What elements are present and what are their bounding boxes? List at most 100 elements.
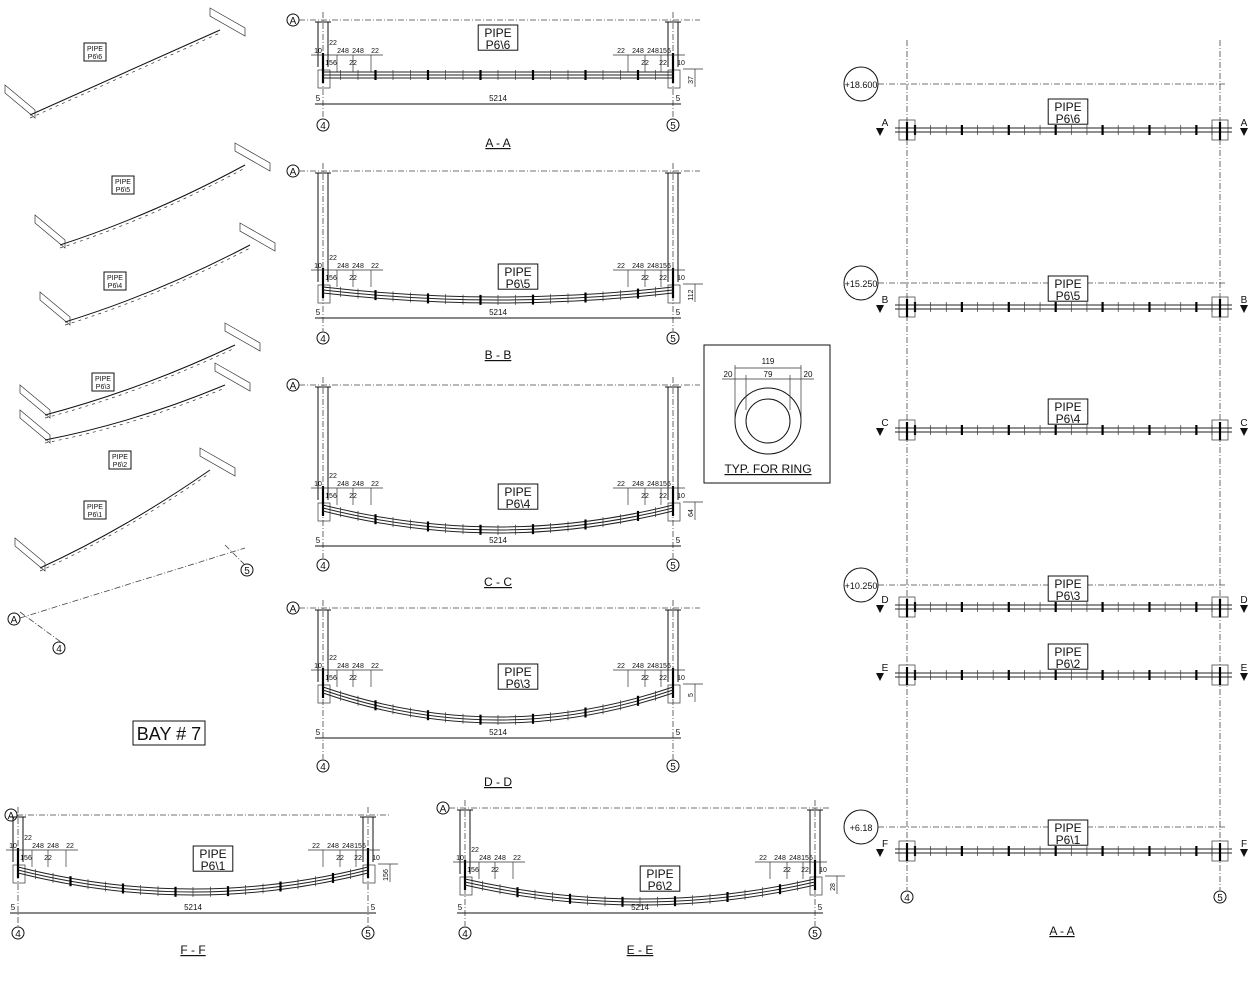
pipe-tag-mark: P6\4: [506, 497, 531, 511]
pipe-tag-box: [1047, 819, 1089, 846]
dim-left: 10: [456, 855, 464, 862]
edge-dim: 5: [11, 903, 16, 912]
dim-left: 248: [494, 855, 506, 862]
section-arrow-left: [876, 605, 884, 613]
edge-dim: 5: [316, 308, 321, 317]
pipe-tag-mark: P6\2: [1056, 657, 1081, 671]
dim-left: 22: [471, 847, 479, 854]
section-arrow-right: [1240, 673, 1248, 681]
pipe-tag-mark: P6\1: [1056, 833, 1081, 847]
iso-grid-a-label: A: [11, 615, 18, 626]
pipe-tag-word: PIPE: [1054, 577, 1081, 591]
iso-beam-left: [19, 409, 51, 444]
isometric-view: PIPEP6\6PIPEP6\5PIPEP6\4PIPEP6\3PIPEP6\2…: [4, 7, 276, 655]
section-mark-left: D: [881, 595, 888, 606]
sag-dim: 28: [830, 883, 837, 891]
dim-right: 248: [632, 663, 644, 670]
dim-inner: 79: [764, 370, 773, 379]
section-title: C - C: [484, 575, 512, 589]
column: [10, 816, 26, 884]
grid-col-bubble: [666, 331, 680, 345]
section-arrow-left: [876, 305, 884, 313]
dim-right: 248: [647, 48, 659, 55]
dim-wall-right: 20: [804, 370, 813, 379]
grid-col-label: 4: [15, 929, 21, 940]
pipe-tag-mark: P6\3: [1056, 589, 1081, 603]
dim-right: 22: [759, 855, 767, 862]
section-title: E - E: [627, 943, 654, 957]
dim-wall-left: 20: [724, 370, 733, 379]
dim-left: 248: [352, 48, 364, 55]
iso-tag-box: [83, 42, 107, 62]
grid-col-label: 4: [320, 334, 326, 345]
pipe-tag-mark: P6\1: [201, 859, 226, 873]
grid-col-bubble: [808, 926, 822, 940]
edge-dim: 5: [316, 536, 321, 545]
iso-pipe-line: [64, 244, 251, 323]
dim-left: 10: [314, 48, 322, 55]
iso-tag-word: PIPE: [95, 376, 111, 383]
pipe-tag-word: PIPE: [1054, 400, 1081, 414]
iso-tag-box: [108, 450, 132, 470]
dim-right: 10: [372, 855, 380, 862]
grid-col-label: 4: [904, 893, 910, 904]
dim-right: 22: [354, 855, 362, 862]
dim-left: 22: [371, 263, 379, 270]
pipe-tag-box: [477, 24, 519, 51]
section-title: B - B: [485, 348, 512, 362]
grid-col-bubble: [316, 331, 330, 345]
dim-left: 22: [513, 855, 521, 862]
dim-outer: 119: [762, 357, 775, 366]
dim-left: 22: [371, 663, 379, 670]
iso-beam-left: [39, 291, 71, 326]
dim-right: 22: [659, 275, 667, 282]
pipe-tag-mark: P6\3: [506, 677, 531, 691]
dim-right: 248: [342, 843, 354, 850]
dim-right: 22: [659, 493, 667, 500]
iso-tag-mark: P6\4: [108, 283, 123, 290]
section-mark-left: A: [882, 118, 889, 129]
section-title: F - F: [180, 943, 205, 957]
iso-beads: [64, 247, 251, 326]
iso-tag-box: [111, 175, 135, 195]
dim-left: 248: [47, 843, 59, 850]
span-dim: 5214: [631, 903, 649, 912]
iso-pipe-line: [29, 29, 221, 116]
iso-beam-left: [14, 537, 46, 572]
pipe-tag-word: PIPE: [484, 26, 511, 40]
edge-dim: 5: [818, 903, 823, 912]
grid-col-bubble: [666, 558, 680, 572]
iso-grid-4-label: 4: [56, 644, 62, 655]
pipe-tag-word: PIPE: [1054, 645, 1081, 659]
section-arrow-left: [876, 128, 884, 136]
dim-left: 248: [352, 263, 364, 270]
dim-left: 156: [325, 675, 337, 682]
section-mark-right: A: [1241, 118, 1248, 129]
iso-tag-word: PIPE: [115, 179, 131, 186]
grid-col-bubble: [316, 558, 330, 572]
section-mark-right: D: [1240, 595, 1247, 606]
grid-col-bubble: [11, 926, 25, 940]
dim-left: 22: [66, 843, 74, 850]
span-dim: 5214: [489, 728, 507, 737]
dim-right: 10: [819, 867, 827, 874]
dim-right: 248: [647, 481, 659, 488]
